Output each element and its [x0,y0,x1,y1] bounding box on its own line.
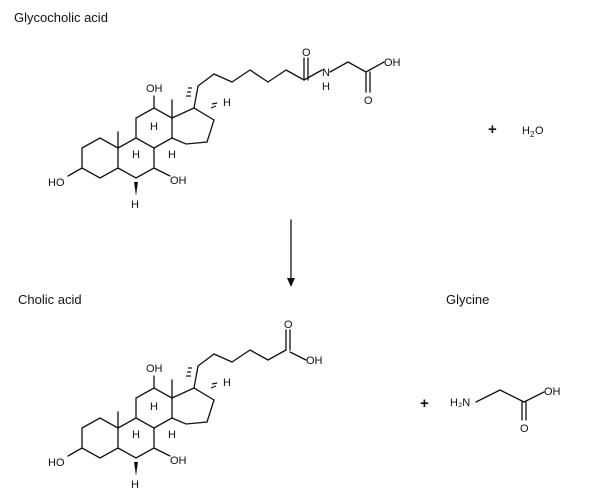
h-9-label: H [132,149,140,161]
h-9-label: H [132,429,140,441]
oh-7-label: OH [170,175,187,187]
acid-oh-label: OH [306,355,323,367]
amide-h-label: H [322,81,330,93]
down-arrow-icon [287,219,295,287]
cholic-acid-structure: OH H H H H H HO OH O OH [48,319,323,491]
h-8-label: H [150,121,158,133]
glycocholic-acid-structure: OH H H H H H HO OH O N H OH O [48,47,401,211]
ho-3-label: HO [48,457,65,469]
acid-o-label: O [364,95,373,107]
cholic-acid-label: Cholic acid [18,292,82,307]
h-5-label: H [131,199,139,211]
glycine-h2n-label: H₂N [450,397,470,409]
glycine-o-label: O [520,423,529,435]
oh-12-label: OH [146,83,163,95]
h-17-label: H [223,377,231,389]
glycine-structure: H₂N OH O [450,386,561,435]
glycine-label: Glycine [446,292,490,307]
acid-o-label: O [284,319,293,331]
h-8-label: H [150,401,158,413]
water-subscript-label: 2 [530,130,535,139]
acid-oh-label: OH [384,57,401,69]
water-o-label: O [535,125,544,137]
glycine-oh-label: OH [544,386,561,398]
h-14-label: H [168,429,176,441]
oh-12-label: OH [146,363,163,375]
ho-3-label: HO [48,177,65,189]
h-14-label: H [168,149,176,161]
amide-o-label: O [302,47,311,59]
h-17-label: H [223,97,231,109]
glycocholic-acid-label: Glycocholic acid [14,10,108,25]
plus-glycine: + [420,395,429,412]
plus-water: + [488,121,497,138]
h-5-label: H [131,479,139,491]
water-h-label: H [522,125,530,137]
amide-n-label: N [322,67,330,79]
oh-7-label: OH [170,455,187,467]
